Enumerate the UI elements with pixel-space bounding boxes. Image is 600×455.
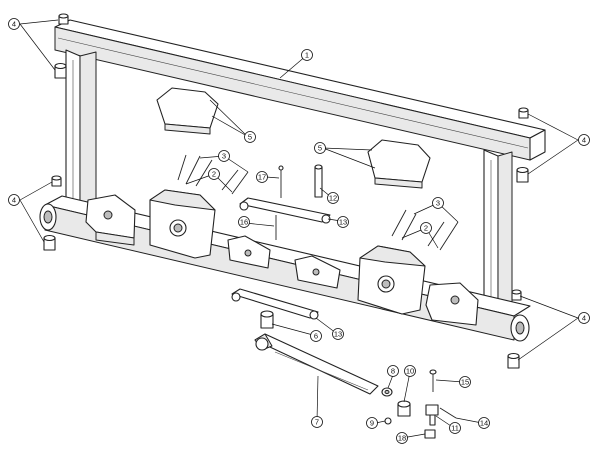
svg-text:13: 13 <box>339 218 347 227</box>
end-cap-right-upper <box>518 107 529 119</box>
callout-4-left: 4 <box>8 194 20 206</box>
nut-8 <box>381 387 393 397</box>
svg-text:4: 4 <box>582 314 586 323</box>
callout-13-upper: 13 <box>337 216 349 228</box>
bushing-6 <box>260 310 274 329</box>
svg-text:7: 7 <box>315 418 319 427</box>
left-saddle-bracket <box>149 189 216 259</box>
pad-right <box>367 139 431 189</box>
bolt-group-right <box>391 209 459 251</box>
callout-2-right: 2 <box>420 222 432 234</box>
callout-7: 7 <box>311 416 323 428</box>
callout-15: 15 <box>459 376 471 388</box>
svg-text:3: 3 <box>222 152 226 161</box>
callout-8: 8 <box>387 365 399 377</box>
svg-text:3: 3 <box>436 199 440 208</box>
right-end-bracket <box>425 282 479 326</box>
left-upright-post <box>65 49 97 206</box>
callout-3-right: 3 <box>432 197 444 209</box>
callout-5-left: 5 <box>244 131 256 143</box>
callout-9: 9 <box>366 417 378 429</box>
bolt-group-left <box>177 154 249 195</box>
callout-11: 11 <box>449 422 461 434</box>
fitting-11 <box>425 404 439 426</box>
callout-4-top-left: 4 <box>8 18 20 30</box>
svg-text:4: 4 <box>582 136 586 145</box>
end-cap-left-mid <box>54 62 67 79</box>
svg-text:4: 4 <box>12 20 16 29</box>
end-cap-top-left <box>58 13 69 25</box>
callout-4-right-upper: 4 <box>578 134 590 146</box>
center-mount-right <box>294 255 341 289</box>
svg-text:12: 12 <box>329 194 337 203</box>
callout-10: 10 <box>404 365 416 377</box>
callout-5-right: 5 <box>314 142 326 154</box>
right-saddle-bracket <box>357 245 426 315</box>
svg-text:13: 13 <box>334 330 342 339</box>
end-cap-right-lower <box>507 352 520 369</box>
callout-1: 1 <box>301 49 313 61</box>
svg-text:17: 17 <box>258 173 266 182</box>
callout-16: 16 <box>238 216 250 228</box>
end-cap-left-lower <box>43 234 56 251</box>
svg-text:10: 10 <box>406 367 414 376</box>
end-cap-right-lower-top <box>511 289 522 301</box>
bushing-10 <box>397 400 411 417</box>
bolt-14 <box>439 407 457 419</box>
end-cap-right-mid <box>516 166 529 183</box>
svg-text:4: 4 <box>12 196 16 205</box>
cap-18 <box>424 429 436 439</box>
svg-text:11: 11 <box>451 424 459 433</box>
svg-text:15: 15 <box>461 378 469 387</box>
lower-link-13 <box>231 288 319 320</box>
svg-text:5: 5 <box>318 144 322 153</box>
callout-13-lower: 13 <box>332 328 344 340</box>
callout-18: 18 <box>396 432 408 444</box>
pin-17 <box>278 165 284 198</box>
svg-text:8: 8 <box>391 367 395 376</box>
callout-6: 6 <box>310 330 322 342</box>
svg-text:6: 6 <box>314 332 318 341</box>
callout-17: 17 <box>256 171 268 183</box>
svg-text:2: 2 <box>424 224 428 233</box>
pad-left <box>156 87 219 135</box>
svg-text:1: 1 <box>305 51 309 60</box>
end-cap-left-upper <box>51 175 62 187</box>
callout-12: 12 <box>327 192 339 204</box>
svg-text:2: 2 <box>212 170 216 179</box>
tube-12 <box>314 164 323 198</box>
svg-text:14: 14 <box>480 419 488 428</box>
svg-text:9: 9 <box>370 419 374 428</box>
svg-text:18: 18 <box>398 434 406 443</box>
callout-2-left: 2 <box>208 168 220 180</box>
tie-rod-7 <box>254 333 379 395</box>
callout-3-left: 3 <box>218 150 230 162</box>
center-mount-left <box>227 235 271 269</box>
callout-14: 14 <box>478 417 490 429</box>
washer-9 <box>384 417 392 425</box>
upper-link-13 <box>239 197 331 224</box>
top-crossbeam <box>54 19 546 161</box>
left-end-bracket <box>85 194 136 246</box>
svg-text:16: 16 <box>240 218 248 227</box>
svg-text:5: 5 <box>248 133 252 142</box>
callout-4-right-lower: 4 <box>578 312 590 324</box>
bolt-15 <box>429 369 437 392</box>
